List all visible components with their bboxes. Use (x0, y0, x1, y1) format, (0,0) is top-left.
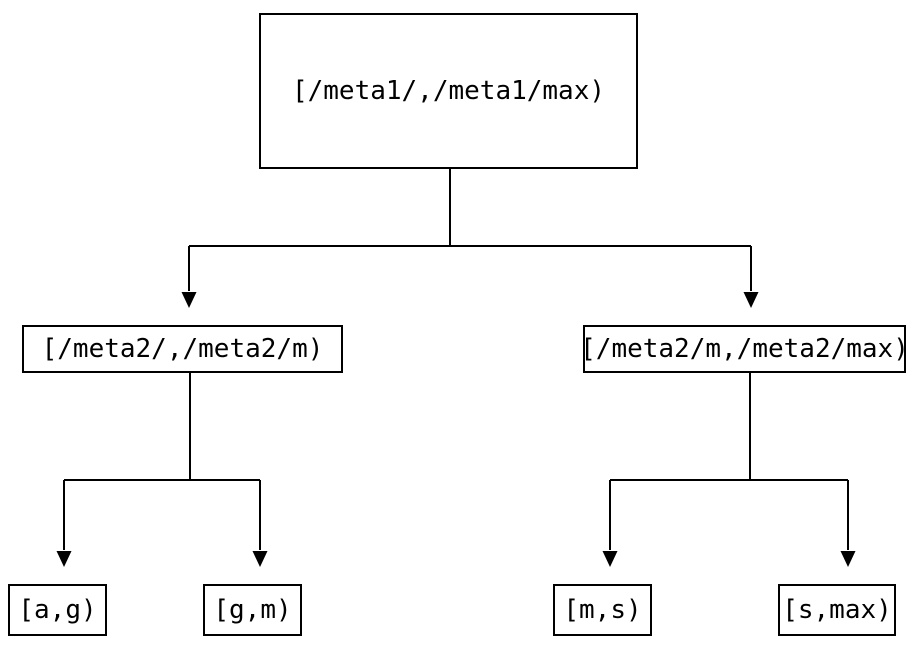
arrowhead-down-icon (56, 551, 72, 567)
arrowhead-down-icon (602, 551, 618, 567)
arrowhead-down-icon (743, 292, 759, 308)
tree-node-leaf-gm: [g,m) (203, 584, 302, 636)
arrowhead-down-icon (181, 292, 197, 308)
tree-node-leaf-smax: [s,max) (778, 584, 896, 636)
tree-node-level2-right: [/meta2/m,/meta2/max) (580, 325, 909, 373)
arrowhead-down-icon (840, 551, 856, 567)
tree-node-level2-left: [/meta2/,/meta2/m) (22, 325, 343, 373)
tree-node-root: [/meta1/,/meta1/max) (259, 13, 638, 169)
tree-node-leaf-ag: [a,g) (8, 584, 107, 636)
tree-node-leaf-ms: [m,s) (553, 584, 652, 636)
arrowhead-down-icon (252, 551, 268, 567)
